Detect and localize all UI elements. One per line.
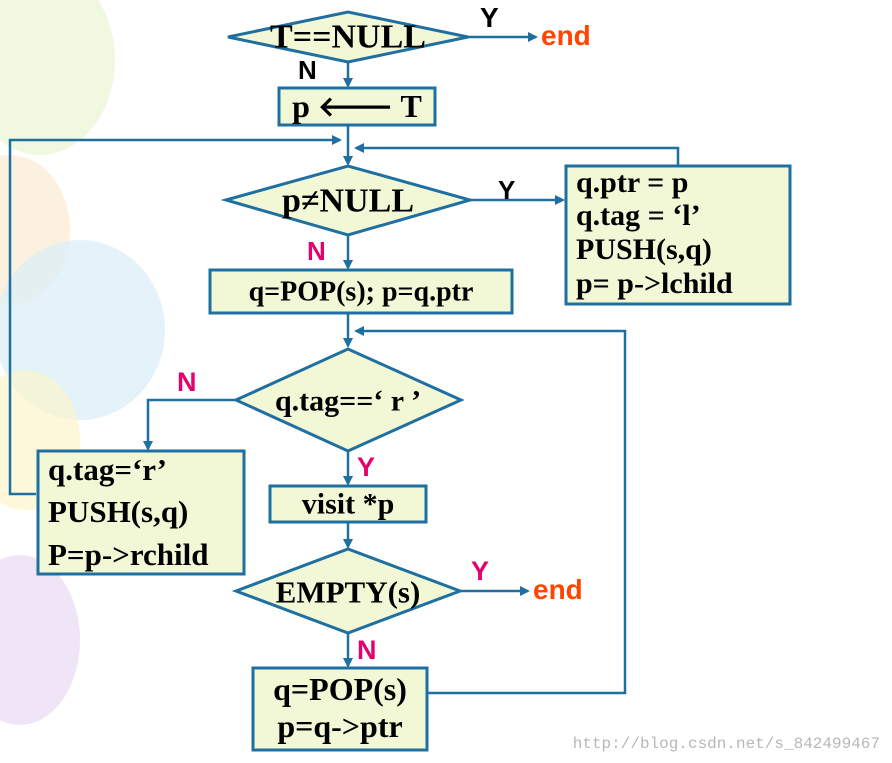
push-left-line-1: q.ptr = p — [576, 166, 688, 199]
decision-t-null-label: T==NULL — [270, 19, 426, 56]
push-right-line-2: PUSH(s,q) — [48, 494, 188, 529]
edge-push-left-loop-back — [354, 143, 680, 166]
decision-empty — [231, 547, 465, 635]
process-push-right — [36, 449, 246, 576]
label-p-not-null-no: N — [307, 236, 326, 266]
label-tag-r-no: N — [177, 367, 197, 397]
process-assign-p-t — [277, 86, 437, 127]
decision-t-null — [227, 10, 469, 64]
process-pop-assign-label: q=POP(s); p=q.ptr — [249, 277, 474, 308]
push-right-line-3: P=p->rchild — [48, 537, 209, 572]
process-push-left — [564, 164, 792, 306]
label-t-null-no: N — [298, 55, 317, 85]
process-pop-assign — [208, 268, 514, 315]
label-empty-no: N — [357, 635, 377, 665]
pop-back-line-2: p=q->ptr — [277, 708, 402, 744]
watermark: http://blog.csdn.net/s_842499467 — [573, 735, 880, 753]
decision-empty-label: EMPTY(s) — [276, 575, 421, 610]
decision-p-not-null-label: p≠NULL — [282, 183, 414, 220]
label-empty-yes: Y — [471, 556, 489, 586]
push-left-line-3: PUSH(s,q) — [576, 233, 712, 266]
assign-p: p — [292, 88, 310, 124]
push-right-line-1: q.tag=‘r’ — [48, 452, 167, 487]
end-label-bottom: end — [533, 574, 583, 605]
label-t-null-yes: Y — [480, 2, 499, 33]
process-visit-label: visit *p — [302, 488, 395, 521]
label-p-not-null-yes: Y — [498, 175, 515, 205]
balloon-decoration — [0, 555, 80, 725]
label-tag-r-yes: Y — [357, 452, 375, 482]
assign-t: T — [400, 88, 421, 124]
edge-pop-back-loop — [354, 326, 627, 695]
end-label-top: end — [541, 20, 591, 51]
edge-tag-r-no — [143, 398, 238, 451]
balloon-decoration — [0, 0, 115, 155]
edge-push-right-loop-back — [8, 135, 342, 496]
process-assign-p-t-label: p 🡐 T — [292, 88, 422, 124]
pop-back-line-1: q=POP(s) — [273, 671, 407, 707]
decision-p-not-null — [220, 164, 476, 237]
left-arrow-icon: 🡐 — [318, 90, 393, 123]
process-visit — [268, 484, 428, 524]
decision-tag-r — [232, 347, 465, 453]
process-pop-back — [251, 666, 429, 752]
push-left-line-4: p= p->lchild — [576, 267, 733, 300]
push-left-line-2: q.tag = ‘l’ — [576, 199, 701, 232]
decision-tag-r-label: q.tag==‘ r ’ — [275, 385, 421, 418]
